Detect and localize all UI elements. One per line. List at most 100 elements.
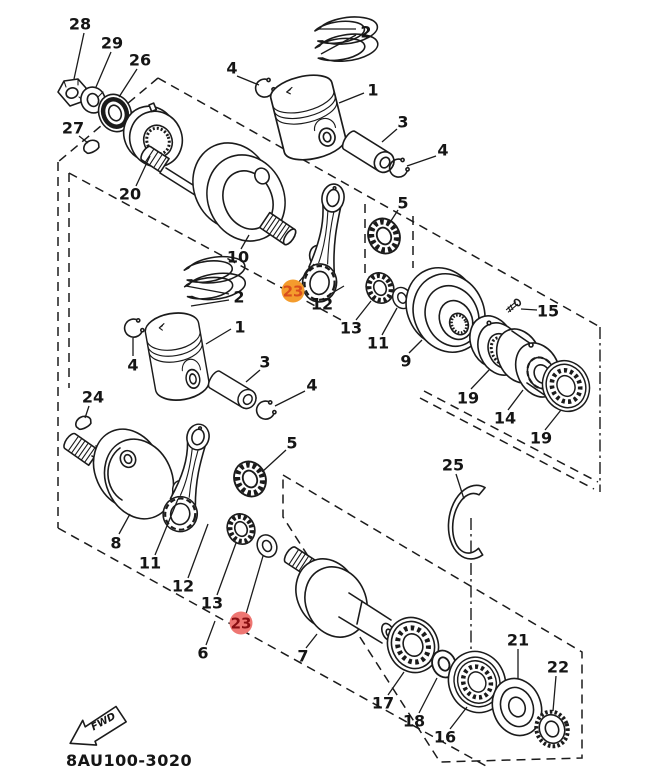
- crankshaft-10: [140, 142, 297, 246]
- leader-line: [187, 523, 209, 579]
- callout-part-28[interactable]: 28: [69, 15, 91, 34]
- leader-line: [118, 513, 131, 535]
- leader-line: [544, 409, 562, 431]
- callout-part-20[interactable]: 20: [119, 185, 141, 204]
- leader-line: [355, 300, 372, 321]
- callout-part-12[interactable]: 12: [172, 577, 194, 596]
- callout-part-18[interactable]: 18: [403, 712, 425, 731]
- circlip-4-lower-right: [253, 398, 278, 422]
- leader-line: [84, 405, 90, 419]
- leader-line: [240, 234, 250, 250]
- callout-part-7[interactable]: 7: [297, 647, 308, 666]
- callout-part-23[interactable]: 23: [283, 283, 304, 301]
- washer-23-lower: [252, 530, 282, 562]
- leader-line: [520, 308, 538, 311]
- highlight-orange-part-23[interactable]: [281, 279, 305, 303]
- small-end-bearing-5-lower: [229, 456, 272, 501]
- leader-line: [381, 128, 398, 143]
- callout-part-1[interactable]: 1: [234, 318, 245, 337]
- leader-line: [455, 473, 465, 500]
- leader-line: [305, 633, 318, 649]
- leader-line: [338, 92, 365, 104]
- leader-line: [154, 498, 179, 556]
- leader-line: [245, 369, 261, 383]
- piston-1-lower: [142, 308, 213, 405]
- callout-part-15[interactable]: 15: [537, 302, 559, 321]
- callout-part-4[interactable]: 4: [437, 141, 448, 160]
- callout-part-21[interactable]: 21: [507, 631, 529, 650]
- diagram-code: 8AU100-3020: [66, 751, 192, 770]
- leader-line: [205, 328, 232, 345]
- circlip-4-lower-left: [121, 316, 146, 340]
- highlight-red-part-23[interactable]: [229, 611, 253, 635]
- spacer-21: [491, 677, 543, 737]
- leader-line: [297, 263, 315, 284]
- piston-1-upper: [266, 68, 350, 167]
- bearing-16: [439, 642, 515, 721]
- leader-line: [406, 155, 437, 167]
- leader-line: [552, 675, 557, 712]
- callout-part-16[interactable]: 16: [434, 728, 456, 747]
- fwd-arrow: FWD: [69, 705, 127, 746]
- leader-line: [408, 339, 423, 354]
- connecting-rod-12-upper: [298, 180, 354, 306]
- leader-line: [78, 135, 89, 144]
- leader-line: [326, 285, 345, 297]
- leader-line: [470, 369, 490, 390]
- leader-line: [205, 620, 216, 646]
- callout-part-10[interactable]: 10: [227, 248, 249, 267]
- piston-pin-3-lower: [205, 368, 261, 413]
- callout-part-26[interactable]: 26: [129, 51, 151, 70]
- woodruff-key-24: [72, 412, 94, 433]
- leader-line: [388, 209, 399, 225]
- primary-gear-9: [405, 266, 486, 354]
- gear-22: [534, 709, 570, 749]
- callout-part-9[interactable]: 9: [400, 352, 411, 371]
- crankshaft-7: [283, 546, 396, 644]
- leader-line: [73, 32, 85, 80]
- callout-part-8[interactable]: 8: [110, 534, 121, 553]
- crankshaft-8: [63, 428, 175, 520]
- leader-line: [387, 671, 405, 696]
- callout-part-13[interactable]: 13: [201, 594, 223, 613]
- callout-part-3[interactable]: 3: [397, 113, 408, 132]
- leader-line: [261, 449, 287, 473]
- callout-part-13[interactable]: 13: [340, 319, 362, 338]
- callout-part-1[interactable]: 1: [367, 81, 378, 100]
- callout-part-11[interactable]: 11: [367, 334, 389, 353]
- callout-part-29[interactable]: 29: [101, 34, 123, 53]
- callout-part-5[interactable]: 5: [286, 434, 297, 453]
- callout-part-24[interactable]: 24: [82, 388, 104, 407]
- callout-part-4[interactable]: 4: [127, 356, 138, 375]
- leader-line: [320, 34, 357, 55]
- callout-part-4[interactable]: 4: [306, 376, 317, 395]
- callout-part-14[interactable]: 14: [494, 409, 516, 428]
- leader-line: [118, 68, 138, 98]
- callout-part-17[interactable]: 17: [372, 694, 394, 713]
- callout-part-22[interactable]: 22: [547, 658, 569, 677]
- leader-line: [245, 555, 264, 615]
- callout-part-5[interactable]: 5: [397, 194, 408, 213]
- callout-part-6[interactable]: 6: [197, 644, 208, 663]
- leader-line: [381, 307, 398, 336]
- screw-15: [505, 298, 522, 313]
- callout-part-25[interactable]: 25: [442, 456, 464, 475]
- callout-part-19[interactable]: 19: [530, 429, 552, 448]
- oil-seal-26: [97, 93, 133, 133]
- callout-part-27[interactable]: 27: [62, 119, 84, 138]
- leader-line: [449, 706, 468, 730]
- callout-part-3[interactable]: 3: [259, 353, 270, 372]
- callout-part-4[interactable]: 4: [226, 59, 237, 78]
- leader-line: [216, 542, 237, 596]
- callout-part-12[interactable]: 12: [311, 295, 333, 314]
- callout-part-23[interactable]: 23: [231, 615, 252, 633]
- callout-part-2[interactable]: 2: [233, 288, 244, 307]
- callout-part-11[interactable]: 11: [139, 554, 161, 573]
- half-ring-25: [447, 484, 486, 560]
- callout-part-2[interactable]: 2: [360, 23, 371, 42]
- leader-line: [236, 75, 260, 86]
- callout-part-19[interactable]: 19: [457, 389, 479, 408]
- leader-line: [135, 155, 151, 187]
